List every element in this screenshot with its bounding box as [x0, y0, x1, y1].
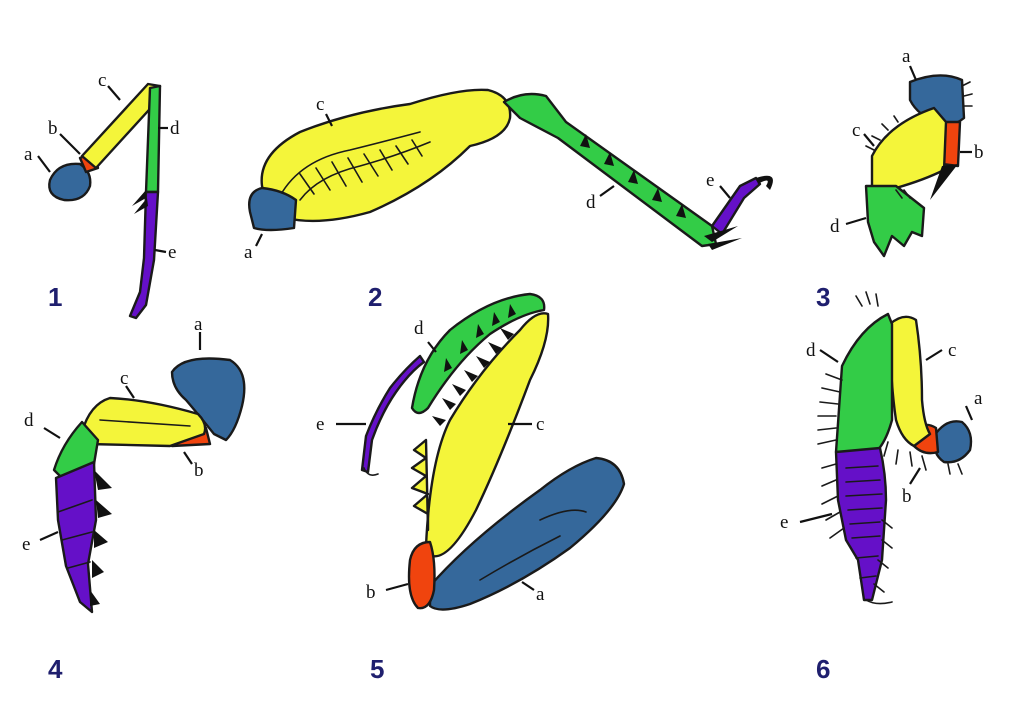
leg-5-segment-c — [424, 312, 550, 558]
leg-3-number: 3 — [816, 282, 830, 312]
leg-3-segment-d — [864, 184, 926, 258]
leg-5-femur-spines — [432, 328, 514, 426]
leg-4-segment-lines — [57, 419, 191, 569]
leg-3-label-d: d — [830, 216, 840, 237]
leg-5-segment-b — [407, 540, 436, 610]
leg-6-segment-a — [932, 420, 973, 464]
leg-4: a c d b e 4 — [22, 314, 246, 684]
leg-6-number: 6 — [816, 654, 830, 684]
leg-2-label-e: e — [706, 170, 714, 191]
leg-5-inner-teeth — [410, 438, 430, 532]
leg-3-segment-c — [870, 106, 948, 192]
leg-6-swimming-hairs — [817, 291, 963, 593]
leg-4-segment-c — [80, 396, 207, 448]
leg-5-segment-e — [360, 354, 426, 474]
leg-1-label-c: c — [98, 70, 106, 91]
leg-2: c d e a 2 — [244, 88, 773, 312]
leg-1-label-b: b — [48, 118, 58, 139]
leg-6-spur — [865, 599, 893, 605]
leg-2-femur-pattern — [279, 131, 431, 201]
leg-2-label-d: d — [586, 192, 596, 213]
leg-5-label-c: c — [536, 414, 544, 435]
leg-1: a b c d e 1 — [24, 70, 180, 320]
leg-5-tibia-spines — [444, 304, 516, 372]
leg-5-segment-a — [428, 456, 626, 611]
leg-3-hairs — [865, 81, 973, 199]
leg-6: d c a b e 6 — [780, 291, 983, 684]
leg-2-segment-a — [248, 186, 298, 232]
leg-1-tibial-spurs — [132, 190, 148, 214]
leg-2-tibial-spines — [580, 134, 686, 218]
leg-5-segment-d — [410, 292, 546, 415]
leg-5-claw — [363, 467, 379, 476]
leg-5: d e c b a 5 — [316, 292, 626, 684]
leg-1-label-a: a — [24, 144, 33, 165]
leg-3: a c b d 3 — [816, 46, 984, 312]
leg-1-segment-a — [48, 162, 92, 202]
leg-5-label-e: e — [316, 414, 324, 435]
leg-3-label-a: a — [902, 46, 911, 67]
leg-4-segment-a — [170, 357, 246, 442]
leg-1-label-e: e — [168, 242, 176, 263]
leg-6-segment-d — [834, 312, 894, 454]
leg-4-spines — [90, 470, 112, 606]
leg-4-label-d: d — [24, 410, 34, 431]
leg-3-claw — [930, 164, 958, 200]
leg-6-label-d: d — [806, 340, 816, 361]
leg-6-segment-c — [888, 315, 932, 448]
leg-6-tarsus-dots — [845, 465, 883, 579]
leg-3-label-c: c — [852, 120, 860, 141]
leg-4-label-c: c — [120, 368, 128, 389]
leg-2-segment-d — [502, 92, 718, 248]
leg-6-label-b: b — [902, 486, 912, 507]
leg-4-number: 4 — [48, 654, 63, 684]
leg-6-label-c: c — [948, 340, 956, 361]
leg-1-segment-e — [128, 190, 160, 320]
leg-2-segment-e — [710, 176, 762, 236]
leg-4-label-e: e — [22, 534, 30, 555]
leg-4-label-a: a — [194, 314, 203, 335]
leg-1-number: 1 — [48, 282, 62, 312]
leg-6-label-e: e — [780, 512, 788, 533]
leg-6-label-a: a — [974, 388, 983, 409]
leg-4-label-b: b — [194, 460, 204, 481]
leg-2-label-c: c — [316, 94, 324, 115]
leg-5-label-d: d — [414, 318, 424, 339]
leg-5-label-a: a — [536, 584, 545, 605]
leg-1-label-d: d — [170, 118, 180, 139]
leg-2-segment-c — [260, 88, 512, 223]
leg-5-label-b: b — [366, 582, 376, 603]
leg-2-number: 2 — [368, 282, 382, 312]
leg-5-number: 5 — [370, 654, 384, 684]
leg-2-label-a: a — [244, 242, 253, 263]
leg-5-coxa-line — [479, 509, 587, 581]
leg-2-claws — [704, 175, 773, 250]
leg-3-label-b: b — [974, 142, 984, 163]
